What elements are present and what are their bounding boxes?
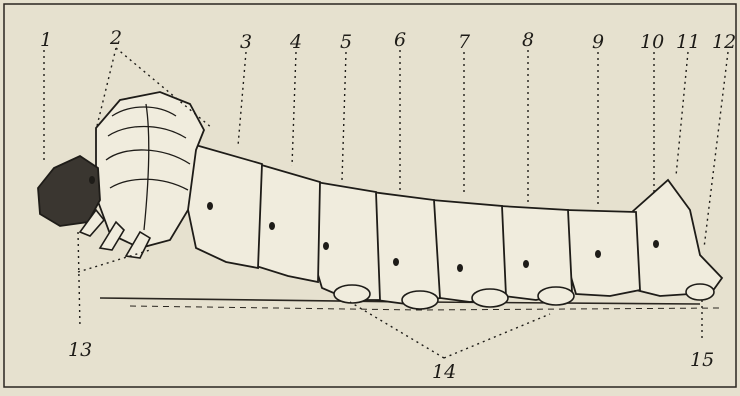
label-2: 2 <box>109 27 122 49</box>
body-segment-11 <box>566 210 640 296</box>
label-8: 8 <box>522 29 534 51</box>
label-11: 11 <box>676 31 700 53</box>
label-3: 3 <box>240 31 252 53</box>
label-10: 10 <box>640 31 664 53</box>
label-12: 12 <box>712 31 736 53</box>
label-6: 6 <box>394 29 406 51</box>
body-segment-10 <box>496 206 572 300</box>
proleg <box>686 284 714 300</box>
label-5: 5 <box>340 31 352 53</box>
proleg <box>472 289 508 307</box>
label-7: 7 <box>458 31 471 53</box>
label-4: 4 <box>289 31 302 53</box>
label-9: 9 <box>592 31 604 53</box>
body-segment-5 <box>186 144 262 268</box>
body-segment-9 <box>430 200 506 302</box>
label-13: 13 <box>68 339 92 361</box>
label-1: 1 <box>40 29 52 51</box>
proleg <box>538 287 574 305</box>
label-14: 14 <box>432 361 456 383</box>
label-15: 15 <box>690 349 714 371</box>
proleg <box>334 285 370 303</box>
proleg <box>402 291 438 309</box>
